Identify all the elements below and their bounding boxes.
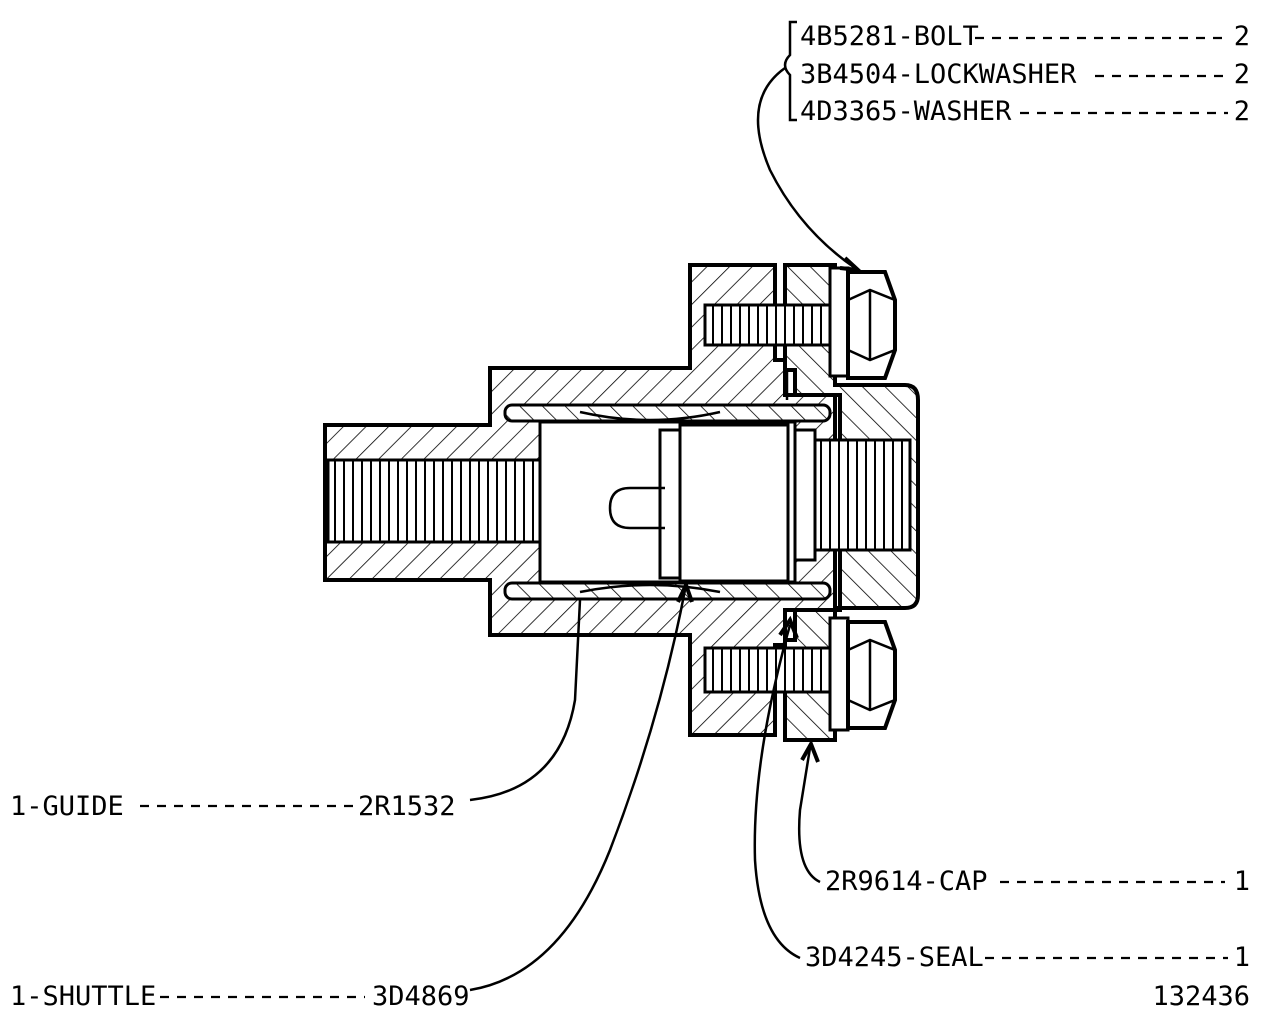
callout-seal: 3D4245-SEAL 1 [805,942,1250,973]
lockwasher-qty: 2 [1234,59,1250,90]
callout-washer: 4D3365-WASHER 2 [800,96,1250,127]
bolt-bottom [703,616,897,732]
bolt-qty: 2 [1234,21,1250,52]
guide-name-label: 1-GUIDE [10,791,124,822]
guide-sleeve-bottom [503,581,832,601]
cap-qty: 1 [1234,866,1250,897]
callout-shuttle: 1-SHUTTLE 3D4869 [10,981,470,1012]
seal-qty: 1 [1234,942,1250,973]
shuttle-part-number: 3D4869 [372,981,470,1012]
shuttle-name-label: 1-SHUTTLE [10,981,156,1012]
callout-cap: 2R9614-CAP 1 [825,866,1250,897]
figure-number: 132436 [1152,981,1250,1012]
outlet-thread [808,438,912,552]
callout-bolt: 4B5281-BOLT 2 [800,21,1250,52]
inlet-thread [326,458,542,544]
washer-part-label: 4D3365-WASHER [800,96,1012,127]
bolt-part-label: 4B5281-BOLT [800,21,979,52]
callout-lockwasher: 3B4504-LOCKWASHER 2 [800,59,1250,90]
guide-part-number: 2R1532 [358,791,456,822]
leader-lines [469,20,864,992]
shuttle [608,423,790,583]
cap-body [783,263,920,742]
guide-sleeve-top [503,403,832,423]
bolt-top [703,266,897,380]
washer-qty: 2 [1234,96,1250,127]
callout-guide: 1-GUIDE 2R1532 [10,791,456,822]
seal-part-label: 3D4245-SEAL [805,942,984,973]
cap-part-label: 2R9614-CAP [825,866,988,897]
lockwasher-part-label: 3B4504-LOCKWASHER [800,59,1077,90]
